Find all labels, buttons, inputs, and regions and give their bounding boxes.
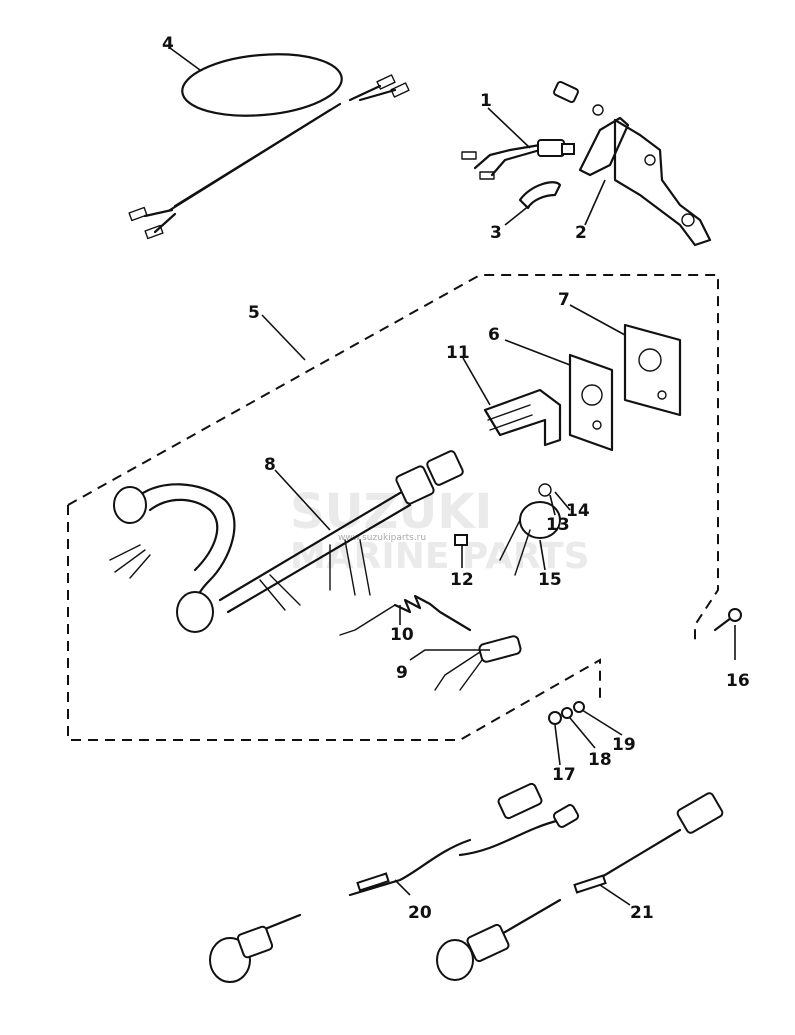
callout-21: 21 — [630, 903, 654, 923]
callout-11: 11 — [446, 343, 470, 363]
callout-18: 18 — [588, 750, 612, 770]
part-20-extension — [209, 782, 580, 983]
watermark-brand: SUZUKI — [290, 484, 492, 540]
assembly-5-outline — [67, 274, 719, 640]
callout-16: 16 — [726, 671, 750, 691]
callout-2: 2 — [575, 223, 587, 243]
part-18-washer — [561, 707, 573, 719]
callout-10: 10 — [390, 625, 414, 645]
part-9-sensor — [434, 635, 522, 691]
part-15-switch — [499, 483, 561, 576]
part-19-washer — [573, 701, 585, 713]
callout-3: 3 — [490, 223, 502, 243]
part-6-plate — [568, 353, 614, 452]
part-3-clip — [518, 181, 562, 210]
watermark-small-text: www.suzukiparts.ru — [338, 533, 426, 543]
part-11-bracket — [483, 388, 562, 447]
callout-7: 7 — [558, 290, 570, 310]
callout-6: 6 — [488, 325, 500, 345]
part-21-extension — [436, 792, 724, 981]
callout-9: 9 — [396, 663, 408, 683]
callout-20: 20 — [408, 903, 432, 923]
callouts: 4 1 3 2 5 6 7 11 8 13 14 12 15 10 9 16 1… — [162, 34, 750, 923]
callout-13: 13 — [546, 515, 570, 535]
callout-15: 15 — [538, 570, 562, 590]
part-17-nut — [548, 711, 562, 725]
hardware-small-parts — [454, 534, 742, 725]
callout-17: 17 — [552, 765, 576, 785]
callout-19: 19 — [612, 735, 636, 755]
part-10-spring — [339, 594, 472, 636]
callout-8: 8 — [264, 455, 276, 475]
part-4-cable — [128, 53, 410, 240]
part-12-screw — [454, 534, 468, 546]
part-1-sensor — [461, 139, 575, 180]
callout-5: 5 — [248, 303, 260, 323]
part-8-harness — [109, 450, 464, 633]
leader-lines — [169, 47, 736, 906]
callout-1: 1 — [480, 91, 492, 111]
callout-4: 4 — [162, 34, 174, 54]
part-2-bracket — [553, 80, 712, 247]
part-7-plate — [623, 323, 682, 417]
callout-12: 12 — [450, 570, 474, 590]
assembly-5-outline-bottom — [67, 505, 601, 741]
callout-14: 14 — [566, 501, 590, 521]
